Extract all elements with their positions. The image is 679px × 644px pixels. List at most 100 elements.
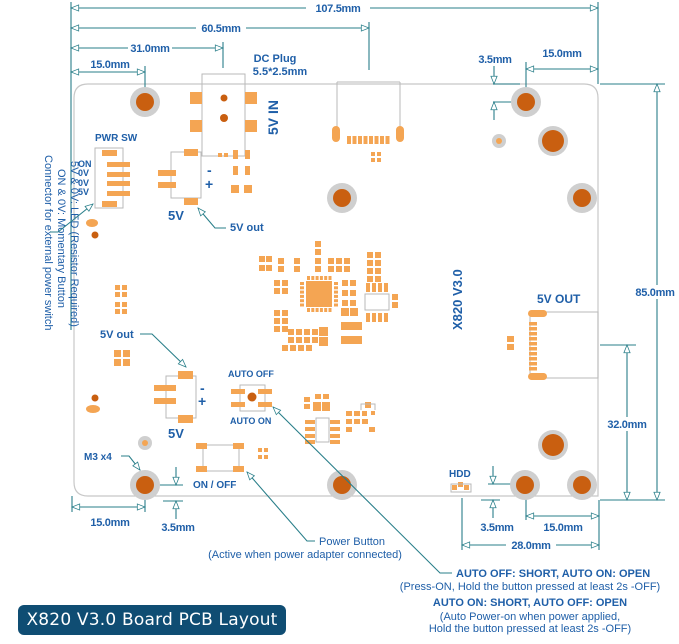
dc-jack-outline (201, 73, 246, 157)
passive-pad (392, 294, 398, 300)
label-minus-top: - (207, 162, 212, 178)
dim-hole-right-bottom: 15.0mm (543, 522, 583, 534)
passive-pad (274, 318, 280, 324)
misc-small-parts-lower (304, 394, 376, 444)
usb-output-pin (529, 337, 537, 341)
passive-pad (282, 318, 288, 324)
pwr-sw-pads (86, 150, 130, 239)
passive-pad (294, 258, 300, 264)
passive-pad (341, 308, 349, 316)
passive-pad (278, 258, 284, 264)
m3-leader (121, 455, 141, 471)
pwr-sw-outline (94, 147, 124, 209)
side-note-leader (50, 203, 94, 233)
label-auto-off: AUTO OFF (228, 369, 274, 379)
dim-inset-bottom-right: 3.5mm (480, 522, 514, 534)
ic-pin (319, 308, 323, 312)
passive-pad (319, 337, 328, 346)
passive-pad (315, 241, 321, 247)
passive-pad (315, 249, 321, 255)
ic-pin (300, 282, 304, 285)
label-5v-out-left: 5V out (100, 329, 134, 341)
usb-input-pin (369, 136, 373, 144)
usb-in-outline (336, 81, 401, 130)
dim-inset-bottom-left: 3.5mm (161, 522, 195, 534)
ic-pin (366, 283, 370, 292)
passive-pad (266, 256, 272, 262)
usb-output-pin (529, 362, 537, 366)
ic-pin (366, 313, 370, 322)
usb-output-connector (507, 310, 547, 380)
dimension-inset-bottom-right (481, 466, 520, 518)
ic-pin (300, 290, 304, 294)
ic-pin (372, 313, 376, 322)
dim-hole-right-top: 15.0mm (542, 48, 582, 60)
label-m3: M3 x4 (84, 452, 112, 463)
passive-pad (315, 266, 321, 272)
passive-pad (375, 260, 381, 266)
passive-pad (282, 326, 288, 332)
passive-pad (274, 326, 280, 332)
passive-pad (282, 310, 288, 316)
board-outline (73, 83, 599, 497)
passive-pad (274, 280, 280, 286)
dim-height: 85.0mm (635, 287, 675, 299)
passive-pad (342, 280, 348, 286)
dim-dc-offset: 60.5mm (201, 23, 241, 35)
usb-output-pin (529, 322, 537, 326)
label-dc-plug-1: DC Plug (254, 53, 297, 65)
jumper-note-1: AUTO OFF: SHORT, AUTO ON: OPEN (456, 568, 650, 580)
passive-pad (344, 266, 350, 272)
jumper-pads (231, 389, 272, 407)
dim-total-width: 107.5mm (316, 3, 362, 15)
passive-pad (274, 310, 280, 316)
hdd-connector (450, 482, 472, 493)
ic-pin (324, 276, 328, 280)
passive-pad (375, 268, 381, 274)
jumper-leader (272, 406, 452, 574)
passive-pad (294, 266, 300, 272)
usb-output-pin (529, 327, 537, 331)
passive-pad (274, 288, 280, 294)
passive-pad (290, 345, 296, 351)
power-button-note-1: Power Button (319, 536, 385, 548)
hole-top-left (130, 87, 160, 117)
passive-pad (341, 336, 362, 344)
passive-pad (312, 329, 318, 335)
ic-pin (334, 303, 338, 307)
label-5v-top: 5V (168, 208, 184, 223)
jumper-outline (239, 384, 266, 412)
passive-pad (367, 252, 373, 258)
ic-pin (334, 282, 338, 285)
jumper-note-2: (Press-ON, Hold the button pressed at le… (400, 581, 660, 593)
usb-output-pin (529, 342, 537, 346)
hole-small-top (492, 134, 506, 148)
ic-pin (300, 299, 304, 303)
passive-pad (350, 308, 358, 316)
title-badge: X820 V3.0 Board PCB Layout (18, 605, 286, 635)
usb-output-pin (529, 332, 537, 336)
ic-pin (334, 286, 338, 290)
label-dc-plug-2: 5.5*2.5mm (253, 66, 308, 78)
label-5v-bottom: 5V (168, 426, 184, 441)
ic-pin (319, 276, 323, 280)
ic-pin (328, 276, 332, 280)
5v-out-top-leader (197, 207, 226, 229)
ic-pin (334, 290, 338, 294)
passive-pad (266, 265, 272, 271)
ic-pin (324, 308, 328, 312)
side-note-line1: Connector for external power switch (42, 155, 54, 330)
ic-pin (378, 283, 382, 292)
usb-output-pin (529, 357, 537, 361)
label-5v-out-right: 5V OUT (537, 292, 581, 306)
usb-input-connector (332, 126, 404, 162)
ic-pin (300, 294, 304, 298)
hole-bottom-mid (327, 470, 357, 500)
label-minus-bottom: - (200, 380, 205, 396)
board-label: X820 V3.0 (450, 269, 465, 330)
dim-usb-offset: 32.0mm (607, 419, 647, 431)
passive-pad (350, 280, 356, 286)
dim-inset-top-right: 3.5mm (478, 54, 512, 66)
